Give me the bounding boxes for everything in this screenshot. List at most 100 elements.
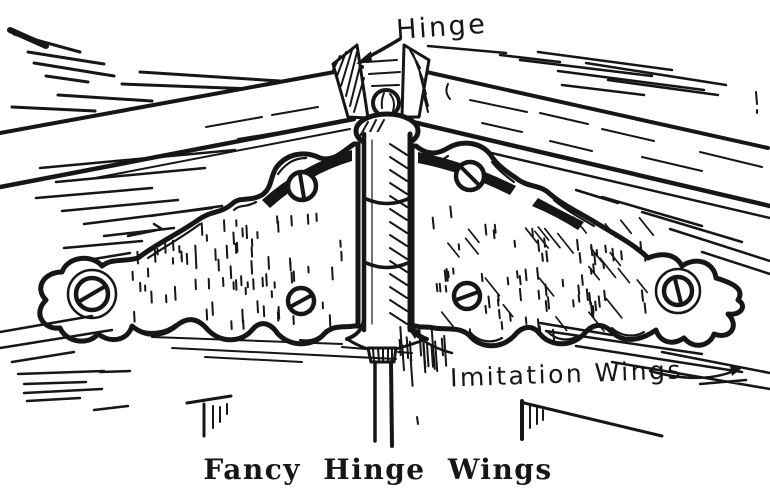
stipple-mark: [328, 314, 332, 330]
stipple-mark: [200, 222, 204, 236]
right-rail-grain: [445, 83, 763, 172]
stipple-mark: [223, 219, 226, 232]
stipple-mark: [541, 252, 544, 262]
barrel-hatch-line: [389, 273, 408, 286]
stipple-mark: [605, 297, 623, 319]
stipple-mark: [620, 250, 623, 261]
stipple-mark: [487, 295, 491, 309]
barrel-hatch-line: [389, 234, 408, 247]
stipple-mark: [150, 290, 153, 304]
floor-hatch: [151, 336, 413, 363]
right-wedge-hatch: [409, 49, 429, 113]
stipple-mark: [640, 289, 644, 302]
barrel-hatch-line: [389, 143, 408, 156]
panel-edge-diagonal: [522, 401, 664, 438]
left-wing: [37, 141, 361, 347]
stipple-mark: [537, 226, 550, 241]
stipple-mark: [430, 325, 435, 357]
stipple-mark: [524, 268, 528, 282]
stipple-mark: [516, 270, 519, 279]
right-wing-shadow-accent2: [532, 198, 584, 230]
stipple-mark: [518, 287, 522, 302]
stipple-mark: [425, 342, 430, 368]
barrel-hatch-line: [389, 156, 408, 169]
screw-slot: [78, 285, 106, 303]
pin-dot: [416, 416, 419, 425]
stipple-mark: [136, 250, 139, 265]
hinge-pin-right: [389, 360, 394, 448]
stipple-mark: [576, 238, 580, 251]
stipple-mark: [493, 223, 497, 234]
barrel-hatch-line: [389, 169, 408, 182]
stipple-mark: [604, 244, 607, 254]
hinge-label: Hinge: [395, 9, 488, 46]
stipple-mark: [638, 216, 655, 237]
stipple-mark: [572, 299, 575, 308]
right-wing: [409, 140, 745, 349]
barrel-hatch-line: [389, 247, 408, 260]
stipple-mark: [531, 227, 534, 237]
hinge-arrowhead: [356, 51, 372, 64]
stipple-mark: [133, 310, 136, 323]
stipple-mark: [547, 296, 551, 310]
apex-grain: [365, 59, 401, 87]
stipple-mark: [418, 326, 423, 357]
stipple-mark: [447, 242, 460, 258]
hinge-callout: Hinge: [356, 9, 508, 64]
stipple-mark: [430, 344, 434, 368]
ball-shading: [380, 92, 395, 112]
stipple-mark: [643, 253, 647, 262]
stipple-mark: [592, 263, 596, 274]
stipple-mark: [153, 248, 157, 263]
background-hatch-left-mid: [34, 148, 237, 261]
background-hatch-top-left: [7, 27, 282, 113]
left-rail-face: [0, 66, 362, 190]
imitation-trailing-arrowhead: [730, 366, 742, 376]
stipple-mark: [173, 285, 177, 301]
stipple-mark: [604, 223, 617, 238]
stipple-mark: [256, 300, 259, 314]
stipple-mark: [443, 269, 447, 282]
stipple-mark: [524, 227, 539, 244]
stipple-mark: [593, 252, 597, 266]
stipple-mark: [556, 232, 575, 254]
stipple-mark: [214, 248, 217, 261]
stipple-mark: [252, 278, 255, 291]
screw-slot: [288, 293, 314, 309]
barrel-hatch-line: [389, 286, 408, 299]
screw: [285, 169, 319, 203]
stipple-mark: [245, 224, 248, 240]
stipple-mark: [409, 358, 414, 387]
stipple-mark: [518, 275, 522, 286]
hatch-lines: [34, 148, 237, 261]
stipple-mark: [619, 219, 633, 235]
stipple-mark: [331, 266, 334, 281]
stipple-mark: [589, 301, 594, 316]
right-rail-bottom-edge: [397, 116, 770, 209]
stipple-mark: [432, 352, 436, 370]
hatch-lines: [538, 321, 770, 391]
right-panel-corner: [520, 399, 664, 441]
stipple-mark: [543, 227, 561, 249]
stipple-mark: [217, 258, 220, 272]
background-hatch-below-right-rail: [574, 188, 770, 276]
stipple-mark: [578, 252, 582, 264]
screw-slot: [298, 172, 306, 200]
stipple-mark: [594, 300, 598, 312]
imitation-trailing-line: [648, 369, 736, 379]
stipple-mark: [185, 252, 189, 265]
stipple-mark: [241, 308, 244, 324]
left-rail-grain: [205, 106, 319, 140]
panel-edge: [185, 394, 233, 438]
stipple-mark: [205, 308, 209, 321]
stipple-mark: [480, 272, 484, 283]
stipple-mark: [267, 256, 270, 270]
stipple-mark: [599, 257, 617, 279]
left-panel-corner: [185, 394, 233, 438]
stipple-mark: [194, 257, 198, 270]
stipple-mark: [537, 239, 541, 252]
stipple-mark: [611, 247, 615, 262]
figure-caption: Fancy Hinge Wings: [203, 453, 552, 486]
stipple-mark: [449, 205, 453, 219]
